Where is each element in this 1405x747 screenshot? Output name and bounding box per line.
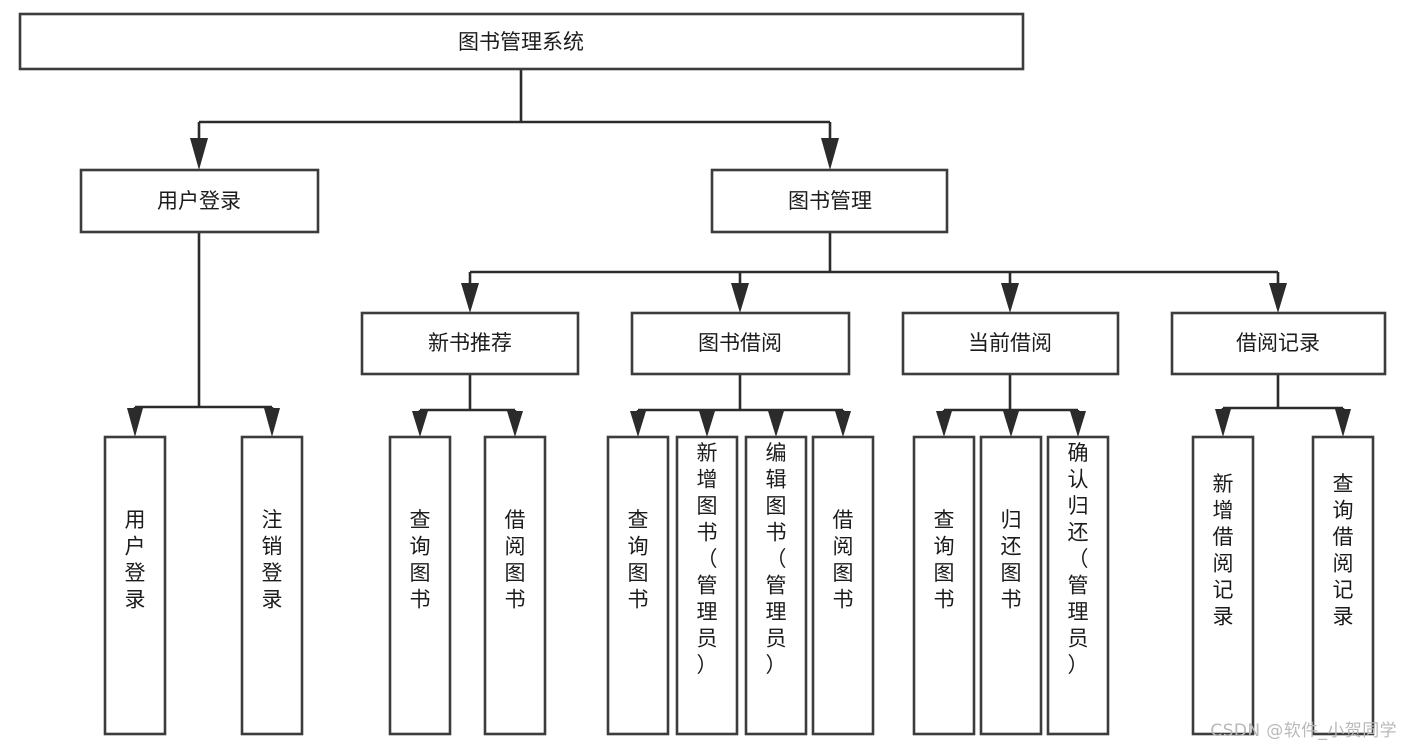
arrowhead-l3-2	[731, 283, 749, 313]
node-leaf-return-book[interactable]: 归还图书	[979, 435, 1043, 736]
node-leaf-add-borrow-record[interactable]: 新增借阅记录	[1191, 435, 1255, 736]
leaf-borrow-book-1-label: 借阅图书	[505, 508, 526, 612]
arrowhead-cb-3	[1070, 411, 1086, 437]
leaf-return-book-label: 归还图书	[1001, 508, 1022, 612]
user-login-label: 用户登录	[157, 189, 241, 213]
arrowhead-br-1	[1215, 409, 1231, 437]
arrowhead-bb-2	[699, 411, 715, 437]
node-leaf-query-book-1[interactable]: 查询图书	[388, 435, 452, 736]
leaf-logout-login-box[interactable]	[240, 435, 304, 736]
leaf-logout-login-label: 注销登录	[262, 508, 283, 612]
leaf-add-borrow-record-label: 新增借阅记录	[1213, 472, 1234, 629]
node-leaf-user-login[interactable]: 用户登录	[103, 435, 167, 736]
book-borrow-label: 图书借阅	[698, 331, 782, 355]
arrowhead-bb-3	[768, 411, 784, 437]
arrowhead-cb-2	[1003, 411, 1019, 437]
leaf-return-book-box[interactable]	[979, 435, 1043, 736]
arrowhead-l3-1	[461, 283, 479, 313]
node-leaf-confirm-return-admin[interactable]: 确认归还（管理员）	[1046, 435, 1110, 736]
current-borrow-label: 当前借阅	[968, 331, 1052, 355]
arrowhead-user-login	[190, 138, 208, 170]
leaf-add-book-admin-label: 新增图书（管理员）	[697, 441, 718, 677]
user-login-box[interactable]	[79, 168, 320, 234]
arrowhead-ul-1	[127, 408, 143, 437]
node-borrow-record[interactable]: 借阅记录	[1170, 311, 1387, 376]
node-new-book-recommend[interactable]: 新书推荐	[360, 311, 580, 376]
node-leaf-borrow-book-2[interactable]: 借阅图书	[811, 435, 875, 736]
node-leaf-borrow-book-1[interactable]: 借阅图书	[483, 435, 547, 736]
book-management-label: 图书管理	[788, 189, 872, 213]
leaf-borrow-book-2-label: 借阅图书	[833, 508, 854, 612]
leaf-edit-book-admin-box[interactable]	[744, 435, 808, 736]
leaf-user-login-box[interactable]	[103, 435, 167, 736]
arrowhead-book-management	[821, 138, 839, 170]
leaf-query-book-3-box[interactable]	[912, 435, 976, 736]
book-management-box[interactable]	[710, 168, 949, 234]
leaf-user-login-label: 用户登录	[125, 508, 146, 612]
leaf-query-borrow-record-box[interactable]	[1311, 435, 1375, 736]
connectors-layer	[127, 69, 1351, 437]
leaf-confirm-return-admin-label: 确认归还（管理员）	[1068, 441, 1089, 677]
current-borrow-box[interactable]	[901, 311, 1120, 376]
new-book-recommend-label: 新书推荐	[428, 331, 512, 355]
node-leaf-query-borrow-record[interactable]: 查询借阅记录	[1311, 435, 1375, 736]
arrowhead-nbr-1	[412, 411, 428, 437]
leaf-query-book-1-label: 查询图书	[410, 508, 431, 612]
arrowhead-nbr-2	[507, 411, 523, 437]
leaf-borrow-book-1-box[interactable]	[483, 435, 547, 736]
leaf-confirm-return-admin-box[interactable]	[1046, 435, 1110, 736]
leaf-query-book-2-box[interactable]	[606, 435, 670, 736]
node-leaf-add-book-admin[interactable]: 新增图书（管理员）	[675, 435, 739, 736]
arrowhead-bb-4	[835, 411, 851, 437]
node-leaf-edit-book-admin[interactable]: 编辑图书（管理员）	[744, 435, 808, 736]
arrowhead-l3-4	[1269, 283, 1287, 313]
arrowhead-l3-3	[1001, 283, 1019, 313]
arrowhead-ul-2	[264, 408, 280, 437]
new-book-recommend-box[interactable]	[360, 311, 580, 376]
book-borrow-box[interactable]	[630, 311, 851, 376]
node-leaf-logout-login[interactable]: 注销登录	[240, 435, 304, 736]
node-book-borrow[interactable]: 图书借阅	[630, 311, 851, 376]
node-user-login[interactable]: 用户登录	[79, 168, 320, 234]
leaf-query-book-1-box[interactable]	[388, 435, 452, 736]
leaf-query-book-2-label: 查询图书	[628, 508, 649, 612]
arrowhead-cb-1	[936, 411, 952, 437]
borrow-record-label: 借阅记录	[1236, 331, 1320, 355]
node-leaf-query-book-3[interactable]: 查询图书	[912, 435, 976, 736]
node-book-management[interactable]: 图书管理	[710, 168, 949, 234]
root-label: 图书管理系统	[458, 30, 584, 54]
node-leaf-query-book-2[interactable]: 查询图书	[606, 435, 670, 736]
arrowhead-br-2	[1335, 409, 1351, 437]
csdn-watermark: CSDN @软件_小贺同学	[1210, 721, 1397, 741]
node-root-book-management-system[interactable]: 图书管理系统	[18, 12, 1025, 71]
arrowhead-bb-1	[630, 411, 646, 437]
leaf-query-book-3-label: 查询图书	[934, 508, 955, 612]
borrow-record-box[interactable]	[1170, 311, 1387, 376]
leaf-add-book-admin-box[interactable]	[675, 435, 739, 736]
leaf-query-borrow-record-label: 查询借阅记录	[1333, 472, 1354, 629]
root-box[interactable]	[18, 12, 1025, 71]
node-current-borrow[interactable]: 当前借阅	[901, 311, 1120, 376]
leaf-edit-book-admin-label: 编辑图书（管理员）	[766, 441, 787, 677]
leaf-add-borrow-record-box[interactable]	[1191, 435, 1255, 736]
leaf-borrow-book-2-box[interactable]	[811, 435, 875, 736]
